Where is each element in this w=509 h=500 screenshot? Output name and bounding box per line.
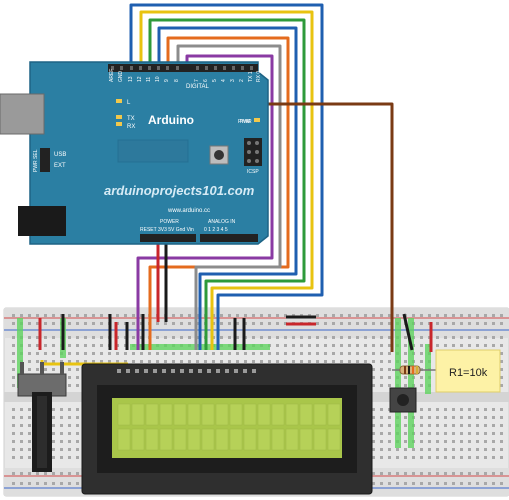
microcontroller-chip — [117, 139, 189, 163]
digital-pin-label: 4 — [221, 79, 227, 82]
digital-header — [108, 64, 258, 72]
wires — [40, 3, 394, 366]
led-rx — [116, 122, 122, 126]
power-pins-label: RESET 3V3 5V Gnd Vin — [140, 227, 194, 233]
wire-blue-2 — [157, 26, 298, 350]
digital-pin-label: 9 — [164, 79, 170, 82]
digital-pin-label: 6 — [203, 79, 209, 82]
led-l — [116, 99, 122, 103]
digital-pin-label: 11 — [146, 77, 152, 82]
power-label: POWER — [160, 219, 179, 225]
lcd-display — [81, 363, 373, 495]
resistor-label: R1=10k — [435, 349, 501, 393]
wire-blue — [129, 3, 324, 350]
website-label: www.arduino.cc — [167, 208, 210, 214]
digital-pin-label: 7 — [194, 79, 200, 82]
digital-pin-label: TX 1 — [248, 71, 254, 82]
digital-pin-label: 5 — [212, 79, 218, 82]
resistor-label-text: R1=10k — [449, 367, 488, 379]
potentiometer — [17, 362, 67, 472]
digital-pin-label: 3 — [230, 79, 236, 82]
led-tx — [116, 115, 122, 119]
analog-pins-label: 0 1 2 3 4 5 — [204, 227, 228, 233]
wire-gray — [176, 44, 282, 350]
wire-purple — [136, 54, 274, 350]
lcd-character-cells — [117, 403, 341, 451]
power-header — [140, 234, 196, 242]
icsp-label: ICSP — [247, 169, 259, 175]
usb-connector — [0, 93, 45, 135]
analog-in-label: ANALOG IN — [208, 219, 236, 225]
led-rx-label: RX — [127, 124, 135, 130]
digital-pin-label: AREF — [109, 69, 115, 82]
digital-pin-label: 13 — [128, 76, 134, 82]
pwr-sel-jumper — [40, 148, 50, 172]
usb-label: USB — [54, 152, 66, 158]
lcd-pins — [117, 369, 256, 373]
dc-jack — [18, 206, 66, 236]
pwr-led-label: PWR — [240, 119, 252, 125]
pwr-sel-label: PWR SEL — [33, 149, 39, 172]
digital-label: DIGITAL — [186, 84, 210, 90]
wire-yellow — [139, 10, 314, 350]
wire-green — [148, 18, 306, 350]
push-button — [389, 387, 417, 413]
led-tx-label: TX — [127, 116, 135, 122]
pwm-label: PWM — [238, 119, 250, 125]
digital-pin-label: 10 — [155, 76, 161, 82]
arduino-logo-text: Arduino — [148, 113, 194, 127]
led-l-label: L — [127, 100, 131, 106]
resistor-r1 — [392, 365, 436, 375]
ext-label: EXT — [54, 163, 66, 169]
led-pwr — [254, 118, 260, 122]
icsp-header — [244, 138, 262, 166]
analog-header — [200, 234, 258, 242]
digital-pin-label: 8 — [174, 79, 180, 82]
watermark: arduinoprojects101.com — [104, 183, 255, 198]
digital-pin-label: GND — [118, 71, 124, 83]
digital-pin-label: 12 — [137, 76, 143, 82]
wire-orange — [148, 36, 290, 350]
digital-pin-label: 2 — [239, 79, 245, 82]
jumpers — [38, 313, 433, 352]
arduino-board: Arduino DIGITAL PWM L TX RX PWR ICSP USB… — [0, 61, 269, 245]
digital-pin-label: RX 0 — [256, 71, 262, 82]
